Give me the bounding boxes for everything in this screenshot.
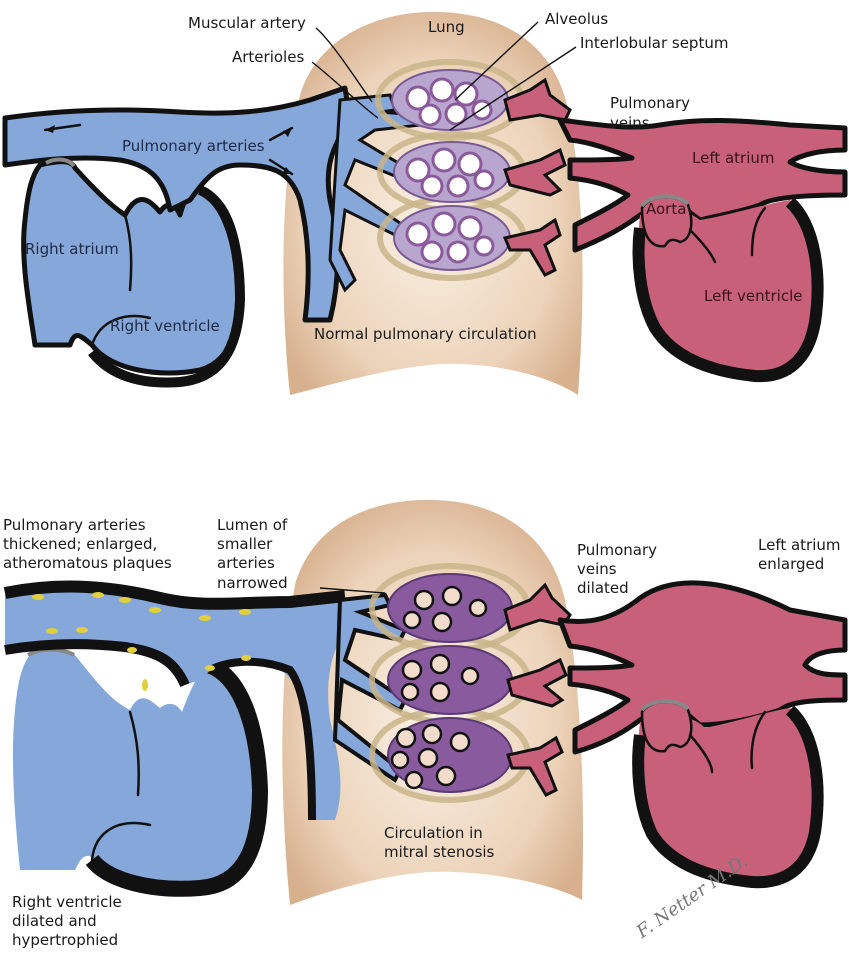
lv-wall-top (632, 197, 824, 383)
alveoli-top (405, 77, 495, 264)
label-lumen-3: arteries (217, 554, 275, 572)
label-lung: Lung (428, 18, 465, 36)
vena-cava-rim (45, 157, 76, 168)
venule-branches-bottom (503, 582, 572, 797)
tricuspid-line (90, 314, 152, 347)
tricuspid-line-bottom (90, 821, 152, 862)
label-pa-thickened-3: atheromatous plaques (3, 554, 172, 572)
thickened-wall-lower (4, 639, 190, 688)
leader-lines (311, 21, 577, 594)
pulmonary-artery-bottom (5, 588, 350, 820)
label-pv-dilated-1: Pulmonary (577, 541, 657, 559)
label-left-atrium: Left atrium (692, 149, 775, 167)
label-la-enlarged-2: enlarged (758, 555, 824, 573)
labels-top: Muscular artery Arterioles Lung Alveolus… (25, 10, 802, 343)
rv-wall-hypertrophied (85, 657, 269, 897)
caption-normal: Normal pulmonary circulation (314, 325, 537, 343)
thickened-wall-upper (3, 580, 346, 610)
venule-branches-top (502, 77, 572, 277)
bottom-panel (3, 499, 848, 905)
label-pv-dilated-3: dilated (577, 579, 629, 597)
label-lumen-2: smaller (217, 535, 273, 553)
label-pa-thickened-2: thickened; enlarged, (3, 535, 157, 553)
septum-line-bottom (128, 710, 140, 797)
label-aorta: Aorta (646, 200, 686, 218)
label-right-ventricle: Right ventricle (110, 317, 220, 335)
mitral-leaflet-b-bottom (750, 710, 767, 770)
label-rv-hypertrophied-2: dilated and (12, 912, 97, 930)
label-alveolus: Alveolus (545, 10, 608, 28)
caption-stenosis-1: Circulation in (384, 824, 483, 842)
label-right-atrium: Right atrium (25, 240, 119, 258)
aorta-bottom (640, 700, 693, 753)
label-pulmonary-veins-1: Pulmonary (610, 94, 690, 112)
label-pulmonary-arteries: Pulmonary arteries (122, 137, 265, 155)
labels-bottom: Pulmonary arteries thickened; enlarged, … (3, 516, 841, 949)
mitral-leaflet-a (688, 228, 717, 264)
mitral-leaflet-a-bottom (688, 733, 714, 774)
label-muscular-artery: Muscular artery (188, 14, 306, 32)
caption-stenosis-2: mitral stenosis (384, 843, 495, 861)
label-la-enlarged-1: Left atrium (758, 536, 841, 554)
label-pulmonary-veins-2: veins (610, 114, 650, 132)
left-atrium-enlarged (557, 580, 848, 755)
pulmonary-veins-left-atrium-top (557, 117, 848, 253)
lv-wall-bottom (632, 705, 824, 889)
pulmonary-artery-top (2, 85, 353, 323)
left-ventricle-top (638, 200, 817, 375)
label-interlobular-septum: Interlobular septum (580, 34, 728, 52)
mitral-leaflet-b (750, 206, 767, 257)
rv-wall (88, 185, 246, 388)
label-rv-hypertrophied-1: Right ventricle (12, 893, 122, 911)
left-ventricle-bottom (638, 708, 818, 881)
alveoli-bottom (390, 585, 488, 790)
alveolar-clusters-stenosis (369, 563, 531, 803)
label-rv-hypertrophied-3: hypertrophied (12, 931, 118, 949)
label-pa-thickened-1: Pulmonary arteries (3, 516, 146, 534)
label-lumen-4: narrowed (217, 574, 288, 592)
label-left-ventricle: Left ventricle (704, 287, 802, 305)
septum-line (123, 213, 133, 292)
label-pv-dilated-2: veins (577, 560, 617, 578)
alveolar-clusters-normal (375, 59, 527, 281)
label-arterioles: Arterioles (232, 48, 304, 66)
right-heart-bottom (12, 649, 259, 887)
top-panel (2, 11, 848, 395)
atheromatous-plaques (32, 592, 251, 691)
label-lumen-1: Lumen of (217, 516, 288, 534)
